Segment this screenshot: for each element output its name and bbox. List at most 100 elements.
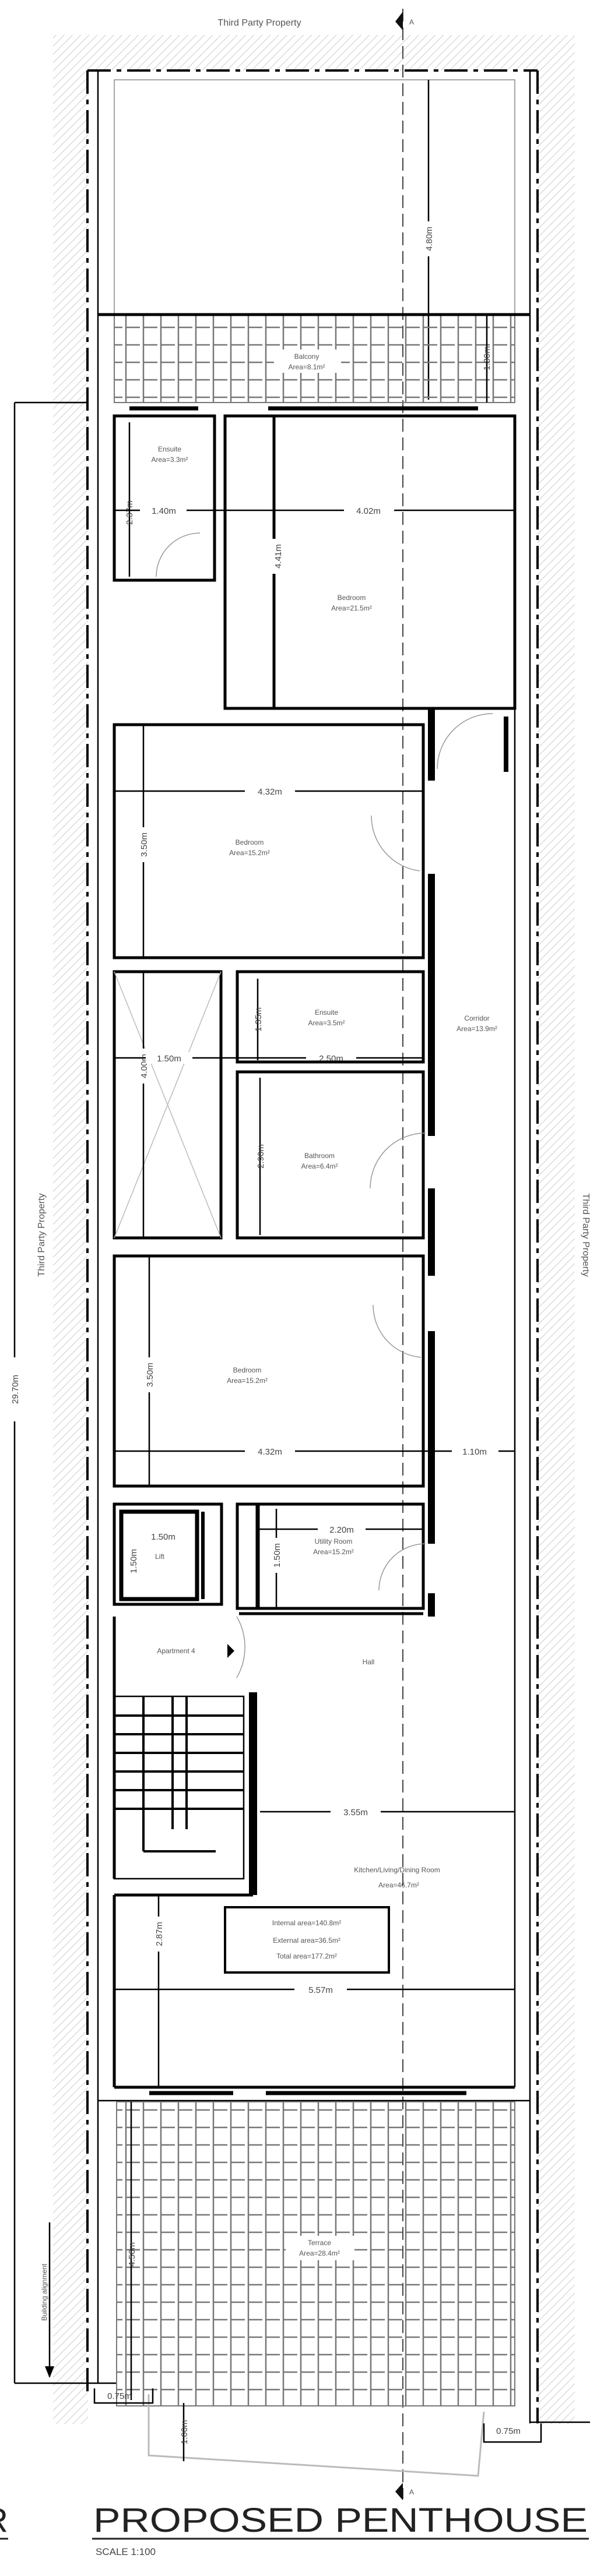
dim-bg (269, 539, 285, 574)
dim-label: 4.56m (127, 2242, 137, 2267)
neighbor-label-left: Third Party Property (37, 1193, 47, 1276)
room-bedroom-1 (223, 414, 517, 710)
dim-bg (294, 1984, 347, 1995)
adjacent-title-fragment: R (0, 2501, 8, 2539)
external-area: External area=36.5m² (273, 1936, 340, 1945)
neighbor-label-right: Third Party Property (581, 1193, 591, 1276)
dim-label: 1.10m (462, 1447, 487, 1457)
room-name-bathroom: Bathroom (304, 1152, 335, 1160)
room-bedroom-3 (113, 1254, 425, 1488)
top-void (114, 79, 515, 315)
room-ensuite-2 (236, 970, 425, 1064)
room-name-ensuite-1: Ensuite (158, 445, 181, 453)
neighbor-hatch-top (53, 35, 575, 70)
dim-label: 3.55m (343, 1808, 368, 1818)
dim-label: 1.50m (151, 1532, 175, 1542)
internal-area: Internal area=140.8m² (272, 1919, 341, 1927)
entrance-label: Apartment 4 (157, 1647, 195, 1655)
room-name-lift: Lift (155, 1552, 165, 1561)
building-alignment-label: Building alignment (40, 2263, 48, 2321)
room-area-ensuite-1: Area=3.3m² (151, 456, 188, 464)
dim-bg (142, 1357, 157, 1392)
dim-bg (318, 1523, 366, 1535)
room-name-terrace: Terrace (308, 2239, 331, 2247)
room-area-bathroom: Area=6.4m² (301, 1162, 338, 1170)
room-area-corridor: Area=13.9m² (456, 1025, 497, 1033)
dim-bg (146, 1052, 192, 1064)
dim-label: 1.30m (482, 346, 492, 370)
dim-label: 3.50m (139, 832, 149, 857)
dim-label: 2.87m (154, 1922, 164, 1946)
lift-shaft (113, 1502, 223, 1606)
room-name-balcony: Balcony (294, 352, 319, 361)
dim-label: 2.20m (329, 1525, 354, 1535)
stair-treads (114, 1696, 244, 1852)
dim-bg (245, 1445, 295, 1457)
dim-bg (344, 504, 394, 516)
dim-label: 4.02m (356, 506, 381, 516)
section-marker-top: A (409, 18, 414, 26)
dim-label: 0.75m (107, 2391, 132, 2401)
room-name-ensuite-2: Ensuite (315, 1008, 338, 1017)
projection-outline (148, 2394, 485, 2477)
dim-bg (140, 504, 187, 516)
total-area: Total area=177.2m² (276, 1952, 337, 1960)
entrance-door-swing (236, 1616, 245, 1678)
room-area-terrace: Area=28.4m² (299, 2249, 340, 2257)
light-well-cross (114, 971, 222, 1238)
dim-label: 4.41m (273, 544, 283, 569)
neighbor-label-top: Third Party Property (217, 18, 301, 28)
dim-label: 4.32m (258, 1447, 282, 1457)
section-arrow-top-icon (395, 12, 403, 30)
room-bathroom (236, 1070, 425, 1240)
room-name-bedroom-3: Bedroom (233, 1366, 262, 1374)
dim-label: 5.57m (308, 1985, 333, 1995)
arrow-down-icon (45, 2366, 54, 2378)
room-bedroom-2 (113, 723, 425, 959)
room-ensuite-1 (113, 414, 216, 582)
room-area-ensuite-2: Area=3.5m² (308, 1019, 345, 1027)
overall-dimension-label: 29.70m (10, 1375, 20, 1404)
dim-label: 0.75m (496, 2426, 521, 2436)
room-area-bedroom-1: Area=21.5m² (331, 604, 372, 612)
entrance-arrow-icon (227, 1644, 234, 1658)
section-arrow-bottom-icon (395, 2483, 403, 2500)
label-bg (286, 2236, 354, 2260)
neighbor-hatch-right (538, 70, 575, 2424)
room-name-bedroom-2: Bedroom (236, 838, 264, 846)
room-area-bedroom-3: Area=15.2m² (227, 1377, 268, 1385)
dim-label: 1.50m (272, 1543, 282, 1568)
dim-bg (245, 785, 295, 797)
door-swing (437, 713, 493, 770)
dim-bg (331, 1806, 381, 1818)
door-swing (156, 532, 201, 577)
room-area-utility: Area=15.2m² (313, 1548, 354, 1556)
dim-bg (151, 1917, 166, 1952)
room-name-corridor: Corridor (464, 1014, 489, 1022)
dim-label: 2.90m (256, 1144, 266, 1169)
lift-car (119, 1509, 199, 1601)
dim-label: 4.80m (424, 227, 434, 251)
light-well (113, 970, 223, 1240)
dim-label: 1.40m (152, 506, 176, 516)
dim-bg (452, 1445, 498, 1457)
section-marker-bottom: A (409, 2488, 414, 2496)
room-utility (236, 1502, 425, 1610)
neighbor-hatch-left (53, 70, 88, 2424)
drawing-scale: SCALE 1:100 (96, 2546, 156, 2557)
dim-label: 4.32m (258, 787, 282, 797)
dim-bg (421, 221, 436, 256)
label-bg (274, 350, 341, 373)
dim-label: 2.37m (125, 500, 135, 525)
door-swing (373, 1304, 422, 1358)
front-dim-right (483, 2423, 542, 2443)
staircase (113, 1695, 245, 1880)
door-swing (378, 1543, 426, 1591)
front-dim-left (93, 2388, 154, 2404)
dim-label: 1.00m (180, 2420, 189, 2444)
room-name-hall: Hall (363, 1658, 375, 1666)
room-area-bedroom-2: Area=15.2m² (229, 849, 270, 857)
dim-label: 3.50m (145, 1363, 155, 1387)
room-area-kitchen: Area=46.7m² (378, 1881, 419, 1889)
